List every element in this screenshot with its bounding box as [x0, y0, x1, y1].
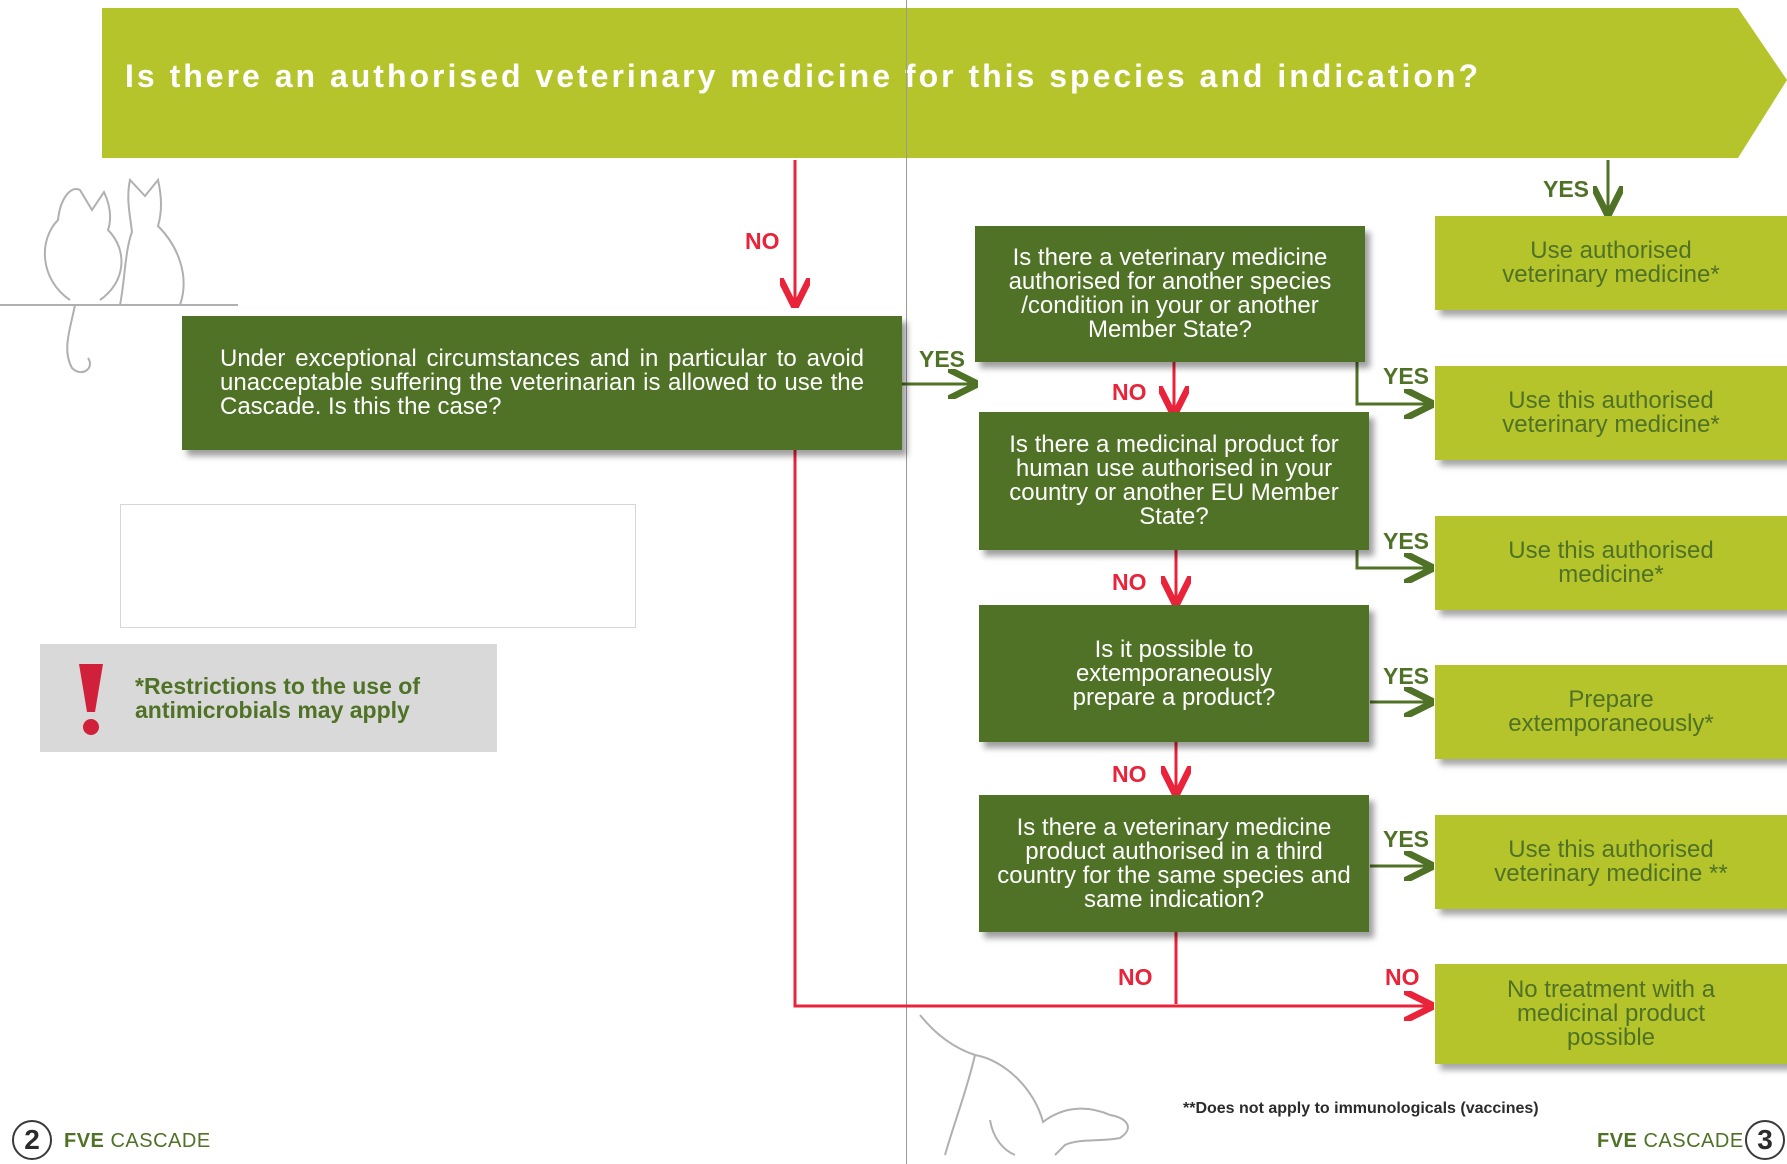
- outcome-text-1: Use authorised veterinary medicine*: [1502, 237, 1720, 288]
- question-text-2: Is there a medicinal product for human u…: [1009, 431, 1339, 530]
- yes-label-q3: YES: [1383, 663, 1430, 689]
- outcome-text-2: Use this authorised veterinary medicine*: [1502, 387, 1720, 438]
- footnote: **Does not apply to immunologicals (vacc…: [1183, 1100, 1539, 1117]
- exclamation-icon: [79, 664, 103, 735]
- question-box-1: Is there a veterinary medicine authorise…: [975, 226, 1365, 362]
- outcome-text-5: Use this authorised veterinary medicine …: [1494, 836, 1728, 887]
- cats-illustration: [0, 177, 238, 374]
- brand-right: FVE CASCADE: [1597, 1130, 1744, 1153]
- outcome-text-4: Prepare extemporaneously*: [1508, 686, 1714, 737]
- outcome-box-4: Prepare extemporaneously*: [1435, 665, 1787, 759]
- brand-left: FVE CASCADE: [64, 1130, 211, 1153]
- brand-right-name: CASCADE: [1643, 1130, 1744, 1152]
- cascade-question-text: Under exceptional circumstances and in p…: [220, 345, 864, 420]
- page-number-left-text: 2: [24, 1124, 40, 1155]
- yes-label-q1: YES: [1383, 363, 1430, 389]
- no-label-header: NO: [745, 228, 780, 254]
- outcome-box-6: No treatment with a medicinal product po…: [1435, 964, 1787, 1064]
- no-label-bottom: NO: [1385, 964, 1420, 990]
- question-box-3: Is it possible to extemporaneously prepa…: [979, 605, 1369, 742]
- question-box-2: Is there a medicinal product for human u…: [979, 412, 1369, 550]
- outcome-box-2: Use this authorised veterinary medicine*: [1435, 366, 1787, 460]
- warning-text: *Restrictions to the use of antimicrobia…: [135, 673, 420, 723]
- yes-label-cascade: YES: [919, 346, 966, 372]
- outcome-box-3: Use this authorised medicine*: [1435, 516, 1787, 610]
- yes-label-header: YES: [1543, 176, 1590, 202]
- dog-illustration: [919, 1014, 1129, 1156]
- question-text-4: Is there a veterinary medicine product a…: [997, 813, 1351, 913]
- no-label-q1: NO: [1112, 379, 1147, 405]
- cascade-question-box: Under exceptional circumstances and in p…: [182, 316, 902, 450]
- no-label-q2: NO: [1112, 569, 1147, 595]
- outcome-text-6: No treatment with a medicinal product po…: [1506, 976, 1716, 1051]
- no-label-q3: NO: [1112, 761, 1147, 787]
- warning-box: *Restrictions to the use of antimicrobia…: [40, 644, 497, 752]
- no-label-q4: NO: [1118, 964, 1153, 990]
- yes-label-q4: YES: [1383, 826, 1430, 852]
- question-text-3: Is it possible to extemporaneously prepa…: [1072, 635, 1276, 711]
- outcome-box-5: Use this authorised veterinary medicine …: [1435, 815, 1787, 909]
- brand-left-name: CASCADE: [110, 1130, 211, 1152]
- outcome-text-3: Use this authorised medicine*: [1508, 537, 1714, 588]
- page-number-right-text: 3: [1757, 1124, 1773, 1155]
- empty-frame: [120, 504, 636, 628]
- question-box-4: Is there a veterinary medicine product a…: [979, 795, 1369, 932]
- page-divider: [906, 0, 907, 1164]
- page-number-left: 2: [12, 1120, 52, 1160]
- outcome-box-1: Use authorised veterinary medicine*: [1435, 216, 1787, 310]
- brand-right-prefix: FVE: [1597, 1130, 1638, 1152]
- yes-label-q2: YES: [1383, 528, 1430, 554]
- brand-left-prefix: FVE: [64, 1130, 105, 1152]
- header-question: Is there an authorised veterinary medici…: [125, 58, 1481, 94]
- page-number-right: 3: [1745, 1120, 1785, 1160]
- question-text-1: Is there a veterinary medicine authorise…: [1008, 244, 1332, 343]
- header-banner: [102, 8, 1787, 158]
